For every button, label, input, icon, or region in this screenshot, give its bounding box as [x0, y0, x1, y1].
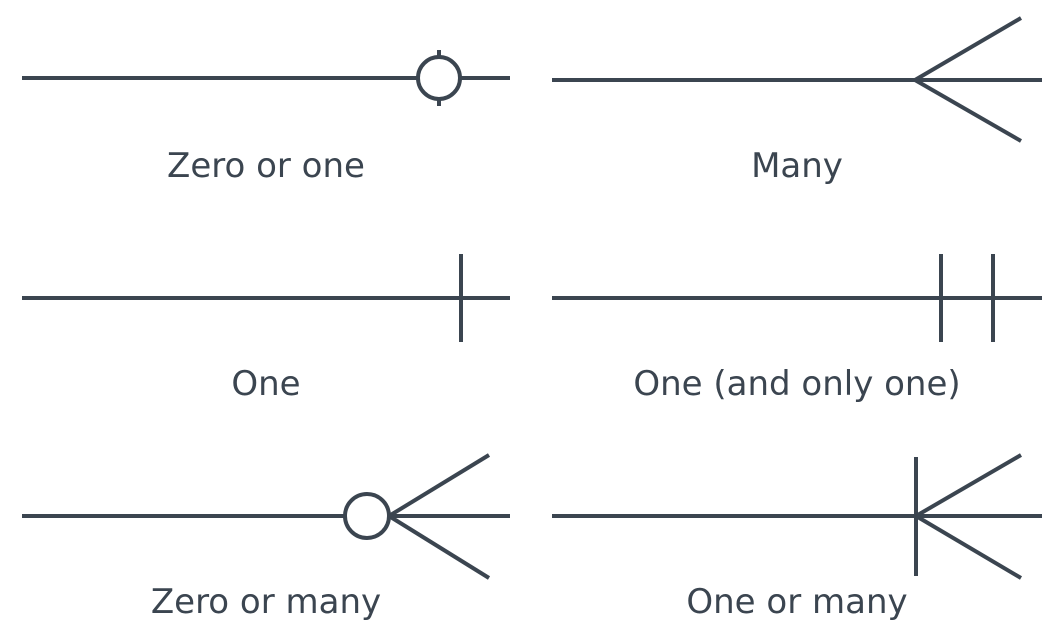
symbol-one	[22, 254, 510, 342]
symbol-one-or-many	[552, 453, 1042, 580]
many-crow-lower	[914, 78, 1022, 143]
zero-or-many-crow-upper	[387, 453, 491, 518]
symbol-zero-or-many	[22, 453, 510, 580]
symbol-zero-or-one	[22, 50, 510, 106]
label-one-and-only-one: One (and only one)	[633, 364, 960, 404]
zero-or-many-crow-lower	[387, 514, 491, 580]
label-zero-or-many: Zero or many	[151, 582, 381, 622]
one-or-many-crow-upper	[914, 453, 1023, 518]
symbol-one-and-only-one	[552, 254, 1042, 342]
label-one-or-many: One or many	[686, 582, 907, 622]
label-one: One	[231, 364, 300, 404]
symbol-many	[552, 16, 1042, 143]
label-zero-or-one: Zero or one	[167, 146, 365, 186]
many-crow-upper	[913, 16, 1023, 82]
one-or-many-crow-lower	[914, 514, 1023, 580]
zero-or-many-circle	[343, 492, 391, 540]
zero-or-one-circle	[416, 55, 462, 101]
label-many: Many	[751, 146, 843, 186]
